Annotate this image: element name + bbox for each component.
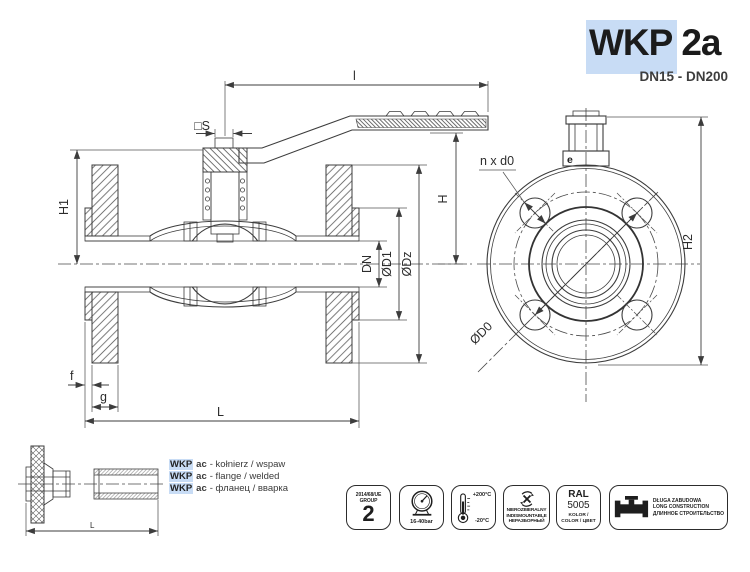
- dim-label-dn: DN: [360, 255, 374, 273]
- dim-label-h1: H1: [57, 199, 71, 215]
- front-view-h2-dimension: H2: [598, 116, 708, 366]
- temperature-max: +200°C: [472, 491, 492, 498]
- detail-length-dimension: L: [25, 500, 159, 536]
- indismountable-en: INDISMOUNTABLE: [506, 513, 547, 519]
- legend-desc-en: - flange / welded: [209, 471, 280, 482]
- product-variant: 2a: [681, 22, 721, 63]
- construction-ru: ДЛИННОЕ СТРОИТЕЛЬСТВО: [652, 510, 724, 517]
- dim-label-dz: ØDz: [400, 252, 414, 277]
- indismountable-ru: НЕРАЗБОРНЫЙ: [508, 519, 545, 525]
- ped-directive: 2014/68/UE: [355, 491, 382, 498]
- ral-number: 5005: [567, 500, 590, 512]
- legend-desc-pl: - kołnierz / wspaw: [209, 459, 286, 470]
- thermometer-icon: [457, 492, 470, 523]
- dim-label-d0: ØD0: [467, 319, 495, 347]
- stem-spring-washers: [204, 178, 245, 211]
- dim-label-f: f: [70, 369, 74, 383]
- dim-label-h2: H2: [681, 234, 695, 250]
- legend-brand: WKP: [169, 483, 194, 494]
- indismountable-pl: NIEROZBIERALNY: [506, 508, 547, 514]
- side-lever-handle: [238, 111, 489, 164]
- badge-pressure-range: 16-40bar: [399, 485, 444, 530]
- bolt-circle-diameter-dimension: ØD0: [467, 191, 659, 373]
- legend-brand: WKP: [169, 459, 194, 470]
- side-ball: [191, 223, 259, 305]
- dim-label-small-length: L: [90, 521, 95, 530]
- side-body-shell: [85, 220, 359, 308]
- flange-outer-circle: [486, 164, 686, 364]
- dim-label-s: □S: [194, 119, 210, 133]
- dim-label-nxd0: n x d0: [480, 154, 514, 168]
- bolt-circle: [513, 191, 659, 337]
- side-view: l □S H1 f g L DN: [57, 69, 489, 428]
- legend-desc-ru: - фланец / вварка: [209, 483, 289, 494]
- no-disassembly-icon: [519, 491, 534, 507]
- pressure-gauge-icon: [410, 490, 433, 516]
- badge-long-construction: DŁUGA ZABUDOWA LONG CONSTRUCTION ДЛИННОЕ…: [609, 485, 728, 530]
- dn-range: DN15 - DN200: [639, 69, 728, 84]
- valve-silhouette-icon: [614, 495, 649, 517]
- dim-label-e: e: [567, 154, 573, 166]
- badge-pressure-group: 2014/68/UE GROUP 2: [346, 485, 391, 530]
- temperature-min: -20°C: [474, 517, 490, 524]
- legend-brand: WKP: [169, 471, 194, 482]
- detail-view-weld-ends: L: [18, 445, 164, 536]
- front-view: e ØD0 n x d0 H2: [467, 108, 708, 402]
- side-view-dimensions: l □S H1 f g L DN: [57, 69, 489, 428]
- badge-indismountable: NIEROZBIERALNY INDISMOUNTABLE НЕРАЗБОРНЫ…: [503, 485, 550, 530]
- badge-temperature: +200°C -20°C: [451, 485, 496, 530]
- dim-label-l: l: [353, 69, 356, 83]
- construction-en: LONG CONSTRUCTION: [652, 504, 710, 511]
- color-label-pl: KOLOR /: [568, 513, 589, 519]
- construction-pl: DŁUGA ZABUDOWA: [652, 497, 702, 504]
- legend-code: ac: [196, 459, 207, 470]
- legend-code: ac: [196, 471, 207, 482]
- ral-label: RAL: [568, 489, 589, 501]
- flange-outer-inner-rim: [490, 168, 682, 360]
- dim-label-d1: ØD1: [380, 251, 394, 277]
- group-label: GROUP: [359, 497, 378, 504]
- detail-pipe-stub: [93, 468, 159, 500]
- detail-flange-piece: [25, 445, 71, 524]
- side-right-flange: [295, 164, 360, 364]
- group-number: 2: [362, 500, 375, 526]
- side-seat-rings: [183, 221, 267, 307]
- side-stem-assembly: [202, 137, 248, 243]
- product-series: WKP: [586, 20, 678, 74]
- badge-ral-color: RAL 5005 KOLOR / COLOR / ЦВЕТ: [556, 485, 601, 530]
- dim-label-length: L: [217, 405, 224, 419]
- dim-label-g: g: [100, 390, 107, 404]
- color-label-en-ru: COLOR / ЦВЕТ: [561, 519, 596, 524]
- legend-code: ac: [196, 483, 207, 494]
- raised-face-circle: [528, 206, 644, 322]
- dim-label-h: H: [436, 194, 450, 203]
- front-stem: e: [562, 110, 610, 167]
- pressure-range-label: 16-40bar: [410, 519, 433, 525]
- bolt-hole-count-dimension: n x d0: [479, 154, 546, 224]
